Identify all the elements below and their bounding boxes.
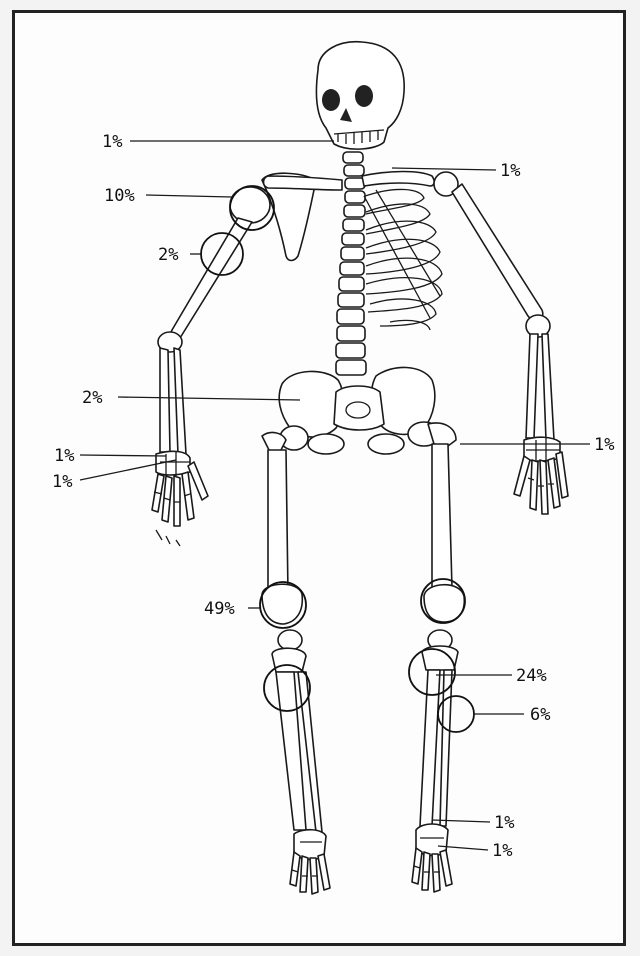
label-ankle: 1% (492, 841, 512, 861)
label-proximal-tibia: 24% (516, 666, 547, 686)
label-pelvis: 2% (82, 388, 102, 408)
rib-cage (362, 172, 442, 331)
right-arm (434, 172, 568, 514)
label-wrist-ulna: 1% (52, 472, 72, 492)
skull (316, 42, 404, 149)
right-leg (408, 422, 464, 892)
label-proximal-fibula: 6% (530, 705, 550, 725)
left-leg (262, 426, 330, 894)
label-wrist-radius: 1% (54, 446, 74, 466)
label-humerus-upper: 2% (158, 245, 178, 265)
label-right-hand: 1% (594, 435, 614, 455)
left-arm (152, 187, 270, 546)
label-jaw: 1% (102, 132, 122, 152)
left-shoulder-girdle (262, 173, 342, 260)
label-distal-tibia: 1% (494, 813, 514, 833)
label-knee-femur: 49% (204, 599, 235, 619)
label-shoulder: 10% (104, 186, 135, 206)
label-clavicle: 1% (500, 161, 520, 181)
